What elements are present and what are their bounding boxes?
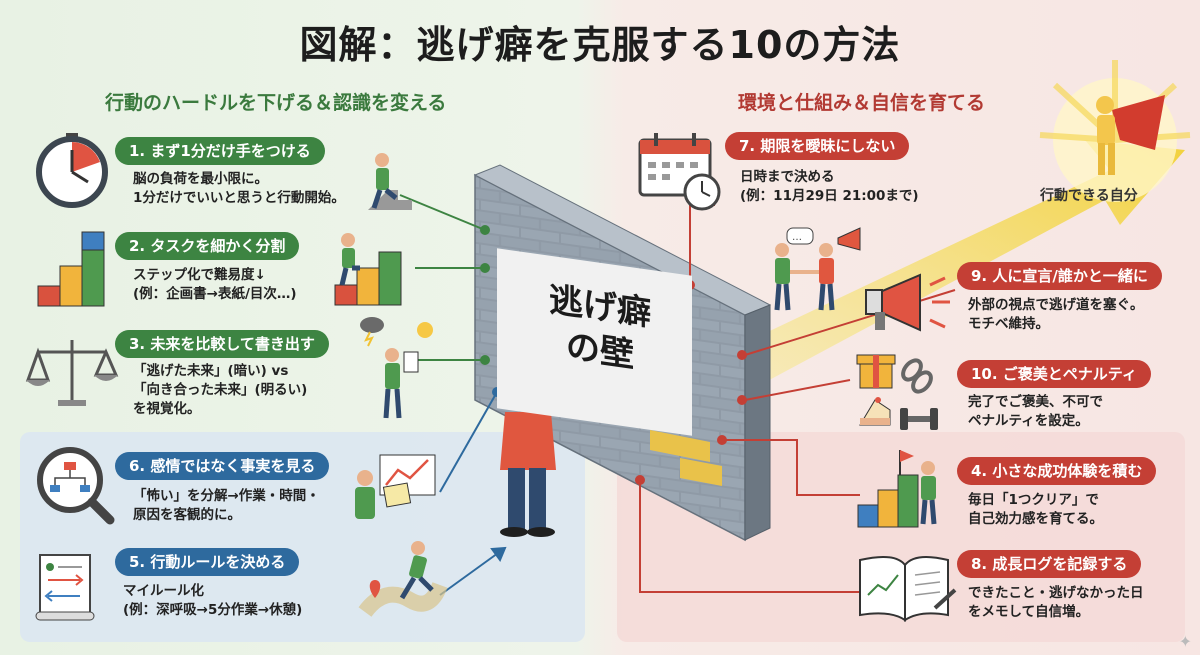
- method-7-line1: 日時まで決める: [740, 169, 835, 185]
- person-stepping-icon: [368, 153, 412, 210]
- person-running-icon: [358, 541, 448, 618]
- method-8-description: できたこと・逃げなかった日 をメモして自信増。: [968, 584, 1144, 622]
- method-1-title: 1. まず1分だけ手をつける: [115, 137, 325, 165]
- method-2-title: 2. タスクを細かく分割: [115, 232, 300, 260]
- progress-arrow: [740, 140, 1185, 385]
- svg-text:…: …: [792, 232, 802, 243]
- method-6-line2: 原因を客観的に。: [133, 507, 241, 523]
- method-9-title: 9. 人に宣言/誰かと一緒に: [957, 262, 1162, 290]
- method-7-title: 7. 期限を曖昧にしない: [725, 132, 910, 160]
- method-3-line1: 「逃げた未来」(暗い) vs: [133, 363, 289, 379]
- gift-icon: [856, 354, 896, 389]
- method-10-title: 10. ご褒美とペナルティ: [957, 360, 1151, 388]
- sparkle-icon: ✦: [1178, 632, 1192, 651]
- stopwatch-icon: [36, 133, 108, 208]
- people-handshake-icon: …: [774, 227, 861, 311]
- method-5-line1: マイルール化: [123, 583, 204, 599]
- person-future-icon: [360, 317, 433, 419]
- megaphone-icon: [865, 273, 950, 332]
- method-10-line2: ペナルティを設定。: [968, 413, 1089, 429]
- method-3-line3: を視覚化。: [133, 401, 201, 417]
- method-10-line1: 完了でご褒美、不可で: [968, 394, 1103, 410]
- method-2-description: ステップ化で難易度↓ (例：企画書→表紙/目次…): [133, 266, 297, 304]
- method-8-line1: できたこと・逃げなかった日: [968, 585, 1144, 601]
- method-10-description: 完了でご褒美、不可で ペナルティを設定。: [968, 393, 1103, 431]
- clock-icon: [683, 173, 721, 211]
- method-4-title: 4. 小さな成功体験を積む: [957, 457, 1157, 485]
- method-4-line1: 毎日「1つクリア」で: [968, 492, 1099, 508]
- method-9-line2: モチベ維持。: [968, 316, 1049, 332]
- section-heading-right: 環境と仕組み＆自信を育てる: [738, 92, 986, 114]
- notebook-icon: [859, 555, 957, 622]
- chain-icon: [901, 358, 933, 394]
- method-8-line2: をメモして自信増。: [968, 604, 1090, 620]
- method-9-line1: 外部の視点で逃げ道を塞ぐ。: [968, 297, 1144, 313]
- person-climbing-blocks-icon: [334, 233, 402, 306]
- method-7-description: 日時まで決める (例：11月29日 21:00まで): [740, 168, 919, 206]
- method-6-description: 「怖い」を分解→作業・時間・ 原因を客観的に。: [133, 487, 320, 525]
- method-2-line1: ステップ化で難易度↓: [133, 267, 266, 283]
- gold-bricks: [650, 430, 710, 462]
- method-5-description: マイルール化 (例：深呼吸→5分作業→休憩): [123, 582, 302, 620]
- blocks-icon: [37, 231, 105, 307]
- magnifier-icon: [37, 447, 115, 525]
- method-4-description: 毎日「1つクリア」で 自己効力感を育てる。: [968, 491, 1103, 529]
- success-blocks-icon: [857, 450, 937, 528]
- hero-icon: [1096, 95, 1165, 175]
- scroll-icon: [35, 554, 95, 621]
- cake-icon: [859, 397, 891, 426]
- method-3-line2: 「向き合った未来」(明るい): [133, 382, 308, 398]
- method-1-line2: 1分だけでいいと思うと行動開始。: [133, 190, 345, 206]
- method-8-title: 8. 成長ログを記録する: [957, 550, 1142, 578]
- person-analyzing-icon: [355, 454, 436, 519]
- goal-label: 行動できる自分: [1040, 188, 1138, 204]
- method-7-line2: (例：11月29日 21:00まで): [740, 188, 919, 204]
- scale-icon: [25, 340, 119, 406]
- method-3-title: 3. 未来を比較して書き出す: [115, 330, 329, 358]
- method-9-description: 外部の視点で逃げ道を塞ぐ。 モチベ維持。: [968, 296, 1144, 334]
- method-4-line2: 自己効力感を育てる。: [968, 511, 1103, 527]
- method-1-line1: 脳の負荷を最小限に。: [133, 171, 268, 187]
- method-6-line1: 「怖い」を分解→作業・時間・: [133, 488, 320, 504]
- method-1-description: 脳の負荷を最小限に。 1分だけでいいと思うと行動開始。: [133, 170, 345, 208]
- method-3-description: 「逃げた未来」(暗い) vs 「向き合った未来」(明るい) を視覚化。: [133, 362, 307, 419]
- method-2-line2: (例：企画書→表紙/目次…): [133, 286, 297, 302]
- wall-side: [744, 304, 771, 541]
- method-5-title: 5. 行動ルールを決める: [115, 548, 300, 576]
- section-heading-left: 行動のハードルを下げる＆認識を変える: [105, 92, 447, 114]
- method-5-line2: (例：深呼吸→5分作業→休憩): [123, 602, 303, 618]
- page-title: 図解：逃げ癖を克服する10の方法: [299, 23, 901, 67]
- dumbbell-icon: [900, 408, 938, 430]
- method-6-title: 6. 感情ではなく事実を見る: [115, 452, 330, 480]
